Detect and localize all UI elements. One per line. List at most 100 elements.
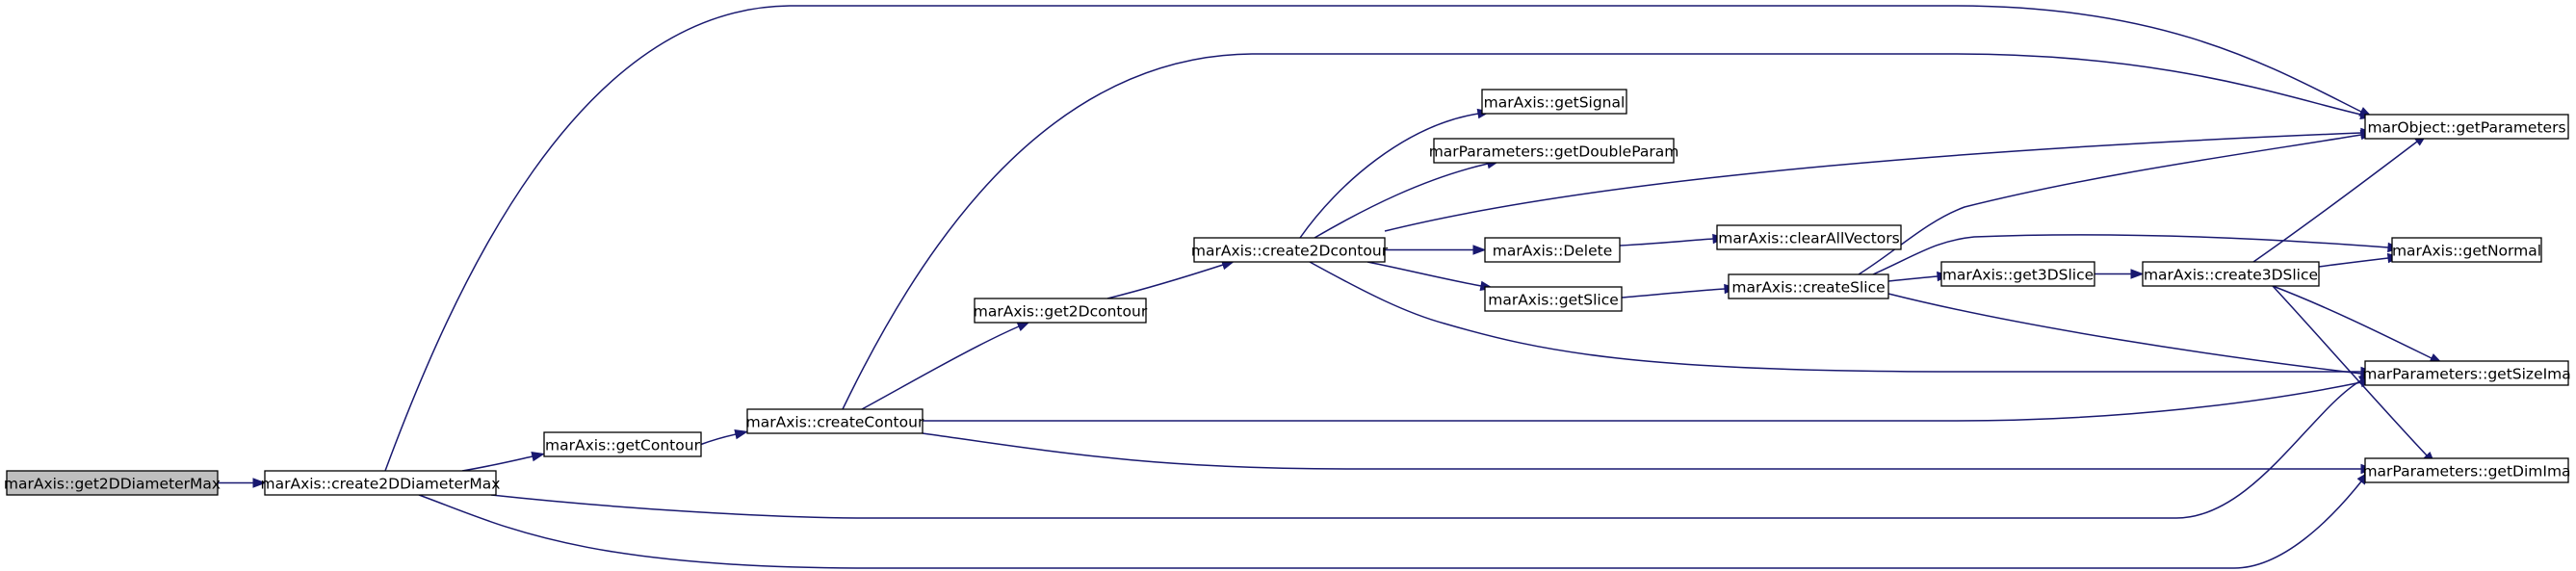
edge-arrowhead [252, 478, 267, 488]
edge-createSlice-to-get3DSlice [1887, 271, 1951, 282]
edge-create2DDiameterMax-to-getSizeIma [490, 374, 2373, 519]
node-get3DSlice[interactable]: marAxis::get3DSlice [1940, 261, 2095, 287]
node-box [6, 470, 219, 496]
edge-create3DSlice-to-getNormal [2318, 252, 2402, 268]
edge-line [842, 53, 2362, 410]
edge-line [861, 325, 1020, 410]
node-getDoubleParam[interactable]: marParameters::getDoubleParam [1429, 138, 1679, 164]
node-box [746, 408, 924, 434]
node-label: marAxis::create3DSlice [2144, 267, 2318, 284]
node-box [543, 431, 702, 457]
node-box [1433, 138, 1675, 164]
edge-line [1384, 132, 2362, 232]
node-box [2391, 237, 2542, 263]
node-label: marParameters::getDoubleParam [1429, 143, 1679, 161]
edge-create2Dcontour-to-getSignal [1299, 108, 1492, 239]
edge-createContour-to-get2Dcontour [861, 321, 1031, 410]
node-box [2364, 360, 2569, 386]
edge-arrowhead [1472, 245, 1487, 255]
node-box [1481, 89, 1627, 115]
edge-arrowhead [531, 452, 546, 462]
edge-line [461, 455, 533, 472]
node-label: marAxis::getNormal [2392, 243, 2541, 260]
node-getParameters[interactable]: marObject::getParameters [2364, 114, 2569, 140]
edge-line [2252, 141, 2418, 263]
node-box [1940, 261, 2095, 287]
edge-get2DDiameterMax-to-create2DDiameterMax [218, 478, 267, 488]
node-create2Dcontour[interactable]: marAxis::create2Dcontour [1191, 237, 1389, 263]
node-label: marAxis::clearAllVectors [1718, 230, 1900, 247]
edge-line [1309, 261, 2361, 373]
edges-layer [218, 5, 2444, 569]
node-clearAllVectors[interactable]: marAxis::clearAllVectors [1716, 224, 1902, 250]
edge-line [1106, 264, 1224, 299]
edge-line [1619, 238, 1714, 247]
edge-line [1366, 261, 1482, 287]
node-label: marAxis::create2DDiameterMax [261, 476, 501, 493]
edge-arrowhead [734, 429, 749, 440]
edge-line [1314, 163, 1489, 239]
node-box [2142, 261, 2320, 287]
node-getSignal[interactable]: marAxis::getSignal [1481, 89, 1627, 115]
edge-line [2272, 285, 2428, 456]
edge-line [1858, 134, 2362, 275]
edge-arrowhead [2130, 269, 2145, 279]
edge-line [1621, 288, 1726, 298]
node-box [2364, 114, 2569, 140]
edge-line [490, 379, 2362, 519]
edge-createContour-to-getDimIma [922, 432, 2375, 475]
edge-create2DDiameterMax-to-getDimIma [418, 471, 2370, 569]
node-Delete[interactable]: marAxis::Delete [1484, 237, 1621, 263]
node-box [1484, 237, 1621, 263]
node-label: marAxis::createContour [746, 414, 924, 431]
node-label: marAxis::get3DSlice [1942, 267, 2094, 284]
edge-Delete-to-clearAllVectors [1619, 233, 1727, 247]
edge-get3DSlice-to-create3DSlice [2095, 269, 2145, 279]
node-box [1728, 273, 1889, 299]
edge-getSlice-to-createSlice [1621, 283, 1738, 298]
node-box [1484, 286, 1623, 312]
node-createContour[interactable]: marAxis::createContour [746, 408, 924, 434]
edge-create2Dcontour-to-Delete [1385, 245, 1487, 255]
edge-getContour-to-createContour [700, 429, 749, 446]
edge-line [384, 5, 2362, 472]
edge-get2Dcontour-to-create2Dcontour [1106, 260, 1236, 299]
node-box [974, 298, 1147, 324]
node-getContour[interactable]: marAxis::getContour [543, 431, 702, 457]
node-create3DSlice[interactable]: marAxis::create3DSlice [2142, 261, 2320, 287]
edge-create3DSlice-to-getSizeIma [2272, 285, 2444, 364]
node-label: marAxis::getSlice [1488, 292, 1619, 309]
node-getSlice[interactable]: marAxis::getSlice [1484, 286, 1623, 312]
edge-line [1887, 275, 1939, 282]
edge-create2Dcontour-to-getSlice [1366, 261, 1495, 292]
node-label: marParameters::getSizeIma [2362, 366, 2571, 383]
edge-line [923, 381, 2362, 422]
node-label: marAxis::get2DDiameterMax [4, 476, 221, 493]
edge-line [700, 433, 737, 446]
node-createSlice[interactable]: marAxis::createSlice [1728, 273, 1889, 299]
node-getSizeIma[interactable]: marParameters::getSizeIma [2362, 360, 2571, 386]
edge-line [1887, 293, 2362, 375]
node-get2DDiameterMax: marAxis::get2DDiameterMax [4, 470, 221, 496]
node-get2Dcontour[interactable]: marAxis::get2Dcontour [974, 298, 1148, 324]
edge-line [418, 480, 2362, 569]
edge-line [2272, 285, 2433, 359]
node-label: marAxis::getContour [545, 437, 701, 454]
edge-createSlice-to-getParameters [1858, 129, 2375, 275]
node-create2DDiameterMax[interactable]: marAxis::create2DDiameterMax [261, 470, 501, 496]
node-label: marObject::getParameters [2367, 119, 2565, 137]
node-label: marParameters::getDimIma [2362, 463, 2570, 480]
edge-line [1299, 113, 1479, 239]
node-getDimIma[interactable]: marParameters::getDimIma [2362, 457, 2571, 483]
node-getNormal[interactable]: marAxis::getNormal [2391, 237, 2542, 263]
node-box [264, 470, 497, 496]
node-box [1716, 224, 1902, 250]
node-label: marAxis::create2Dcontour [1191, 243, 1389, 260]
node-label: marAxis::getSignal [1484, 94, 1626, 112]
nodes-layer: marAxis::get2DDiameterMax marAxis::create… [4, 89, 2571, 496]
edge-line [1872, 234, 2389, 275]
edge-createContour-to-getSizeIma [923, 376, 2375, 422]
edge-line [2318, 257, 2389, 268]
edge-createSlice-to-getSizeIma [1887, 293, 2375, 379]
